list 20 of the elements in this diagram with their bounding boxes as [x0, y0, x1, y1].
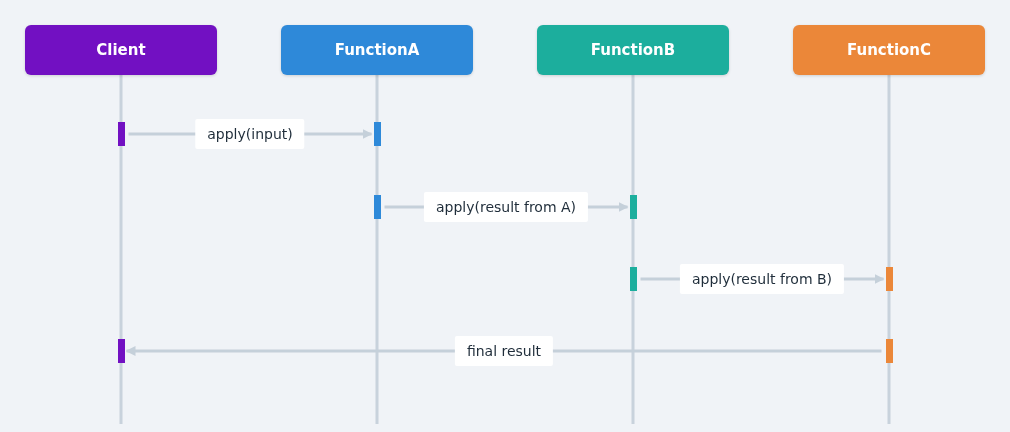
participant-box — [793, 25, 985, 75]
activation-bar — [629, 195, 637, 219]
activation-bar — [373, 195, 381, 219]
message-label: final result — [454, 336, 554, 366]
participant-box — [25, 25, 217, 75]
message-label: apply(result from B) — [679, 264, 845, 294]
message-label: apply(input) — [195, 119, 305, 149]
participant-box — [281, 25, 473, 75]
participant-name: Client — [96, 41, 146, 59]
activation-bar — [629, 267, 637, 291]
activation-bar — [117, 122, 125, 146]
activation-bar — [117, 339, 125, 363]
participant-name: FunctionC — [846, 41, 932, 59]
participant-box — [537, 25, 729, 75]
message-label: apply(result from A) — [423, 192, 589, 222]
participant-name: FunctionA — [334, 41, 420, 59]
activation-bar — [373, 122, 381, 146]
participant-name: FunctionB — [590, 41, 676, 59]
activation-bar — [885, 339, 893, 363]
activation-bar — [885, 267, 893, 291]
